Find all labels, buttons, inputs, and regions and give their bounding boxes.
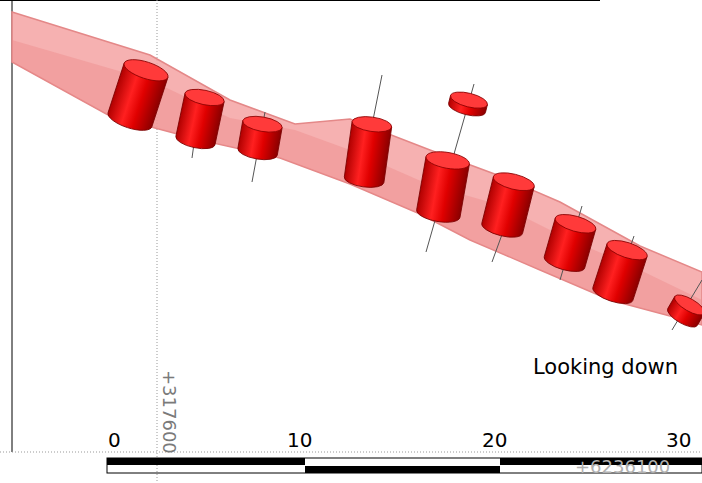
- intercept-cylinder: [343, 114, 392, 189]
- intercept-cylinder: [665, 291, 702, 331]
- scale-number: 0: [108, 430, 121, 450]
- scale-number: 30: [666, 430, 691, 450]
- intercept-cylinder: [415, 149, 470, 225]
- ore-envelope-face: [12, 40, 702, 325]
- intercept-cylinder: [542, 211, 598, 276]
- scale-number: 10: [287, 430, 312, 450]
- intercept-cylinder: [591, 236, 650, 307]
- intercept-cylinder: [447, 89, 489, 119]
- view-note: Looking down: [533, 357, 678, 378]
- drill-holes: [192, 75, 702, 330]
- coordinate-label: +317600: [160, 370, 178, 454]
- ore-envelope: [12, 12, 702, 325]
- coordinate-label: +6236100: [575, 458, 670, 476]
- frame-line: [0, 0, 600, 1]
- scale-number: 20: [482, 430, 507, 450]
- intercept-cylinder: [480, 169, 536, 240]
- frame-line: [12, 0, 13, 452]
- intercept-cylinder: [174, 86, 225, 151]
- grid-line: [0, 452, 702, 453]
- intercept-cylinder: [106, 55, 171, 134]
- intercepts: [106, 55, 702, 331]
- intercept-cylinder: [237, 114, 284, 163]
